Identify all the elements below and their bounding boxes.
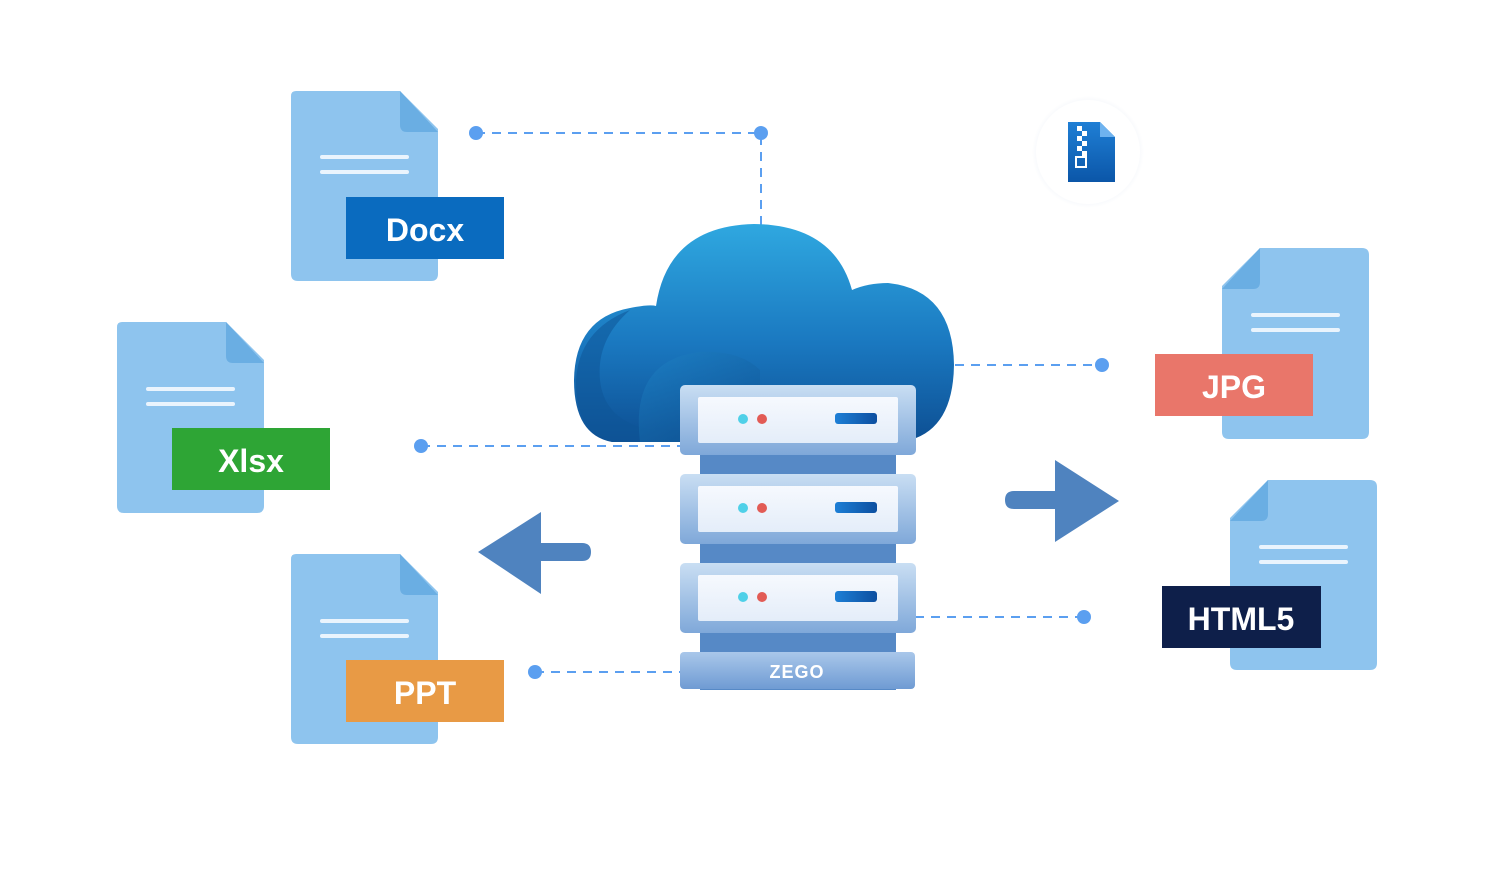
connector-docx [476, 132, 762, 225]
jpg-label-bg [1155, 354, 1313, 416]
document-fold [1230, 480, 1268, 521]
zip-file-icon [1032, 96, 1144, 208]
server-brand: ZEGO [769, 662, 824, 682]
connector-dots [414, 126, 1109, 679]
document-line [320, 170, 409, 174]
connectors [421, 132, 1102, 673]
ppt-label-bg [346, 660, 504, 722]
ppt-label: PPT [394, 675, 457, 711]
html5-label-bg [1162, 586, 1321, 648]
connector-dot [1095, 358, 1109, 372]
document-line [1259, 545, 1348, 549]
document-line [320, 155, 409, 159]
connector-dot [754, 126, 768, 140]
document-fold [400, 91, 438, 132]
server-base: ZEGO [680, 652, 915, 689]
document-fold [1222, 248, 1260, 289]
document-xlsx: Xlsx [117, 322, 330, 513]
docx-label-bg [346, 197, 504, 259]
connector-dot [469, 126, 483, 140]
document-fold [226, 322, 264, 363]
xlsx-label-bg [172, 428, 330, 490]
document-fold [400, 554, 438, 595]
document-line [146, 402, 235, 406]
document-html5: HTML5 [1162, 480, 1377, 670]
xlsx-label: Xlsx [218, 443, 284, 479]
arrow-right-icon [1005, 460, 1119, 542]
document-jpg: JPG [1155, 248, 1369, 439]
docx-label: Docx [386, 212, 464, 248]
document-line [1251, 313, 1340, 317]
document-ppt: PPT [291, 554, 504, 744]
document-line [146, 387, 235, 391]
server-unit [680, 563, 916, 633]
jpg-label: JPG [1202, 369, 1266, 405]
connector-dot [1077, 610, 1091, 624]
arrow-left-icon [478, 512, 591, 594]
document-docx: Docx [291, 91, 504, 281]
server-unit [680, 474, 916, 544]
document-line [320, 634, 409, 638]
html5-label: HTML5 [1188, 601, 1295, 637]
document-line [320, 619, 409, 623]
server-rack-icon: ZEGO [680, 385, 916, 690]
server-unit [680, 385, 916, 455]
connector-dot [528, 665, 542, 679]
document-line [1259, 560, 1348, 564]
document-line [1251, 328, 1340, 332]
connector-dot [414, 439, 428, 453]
